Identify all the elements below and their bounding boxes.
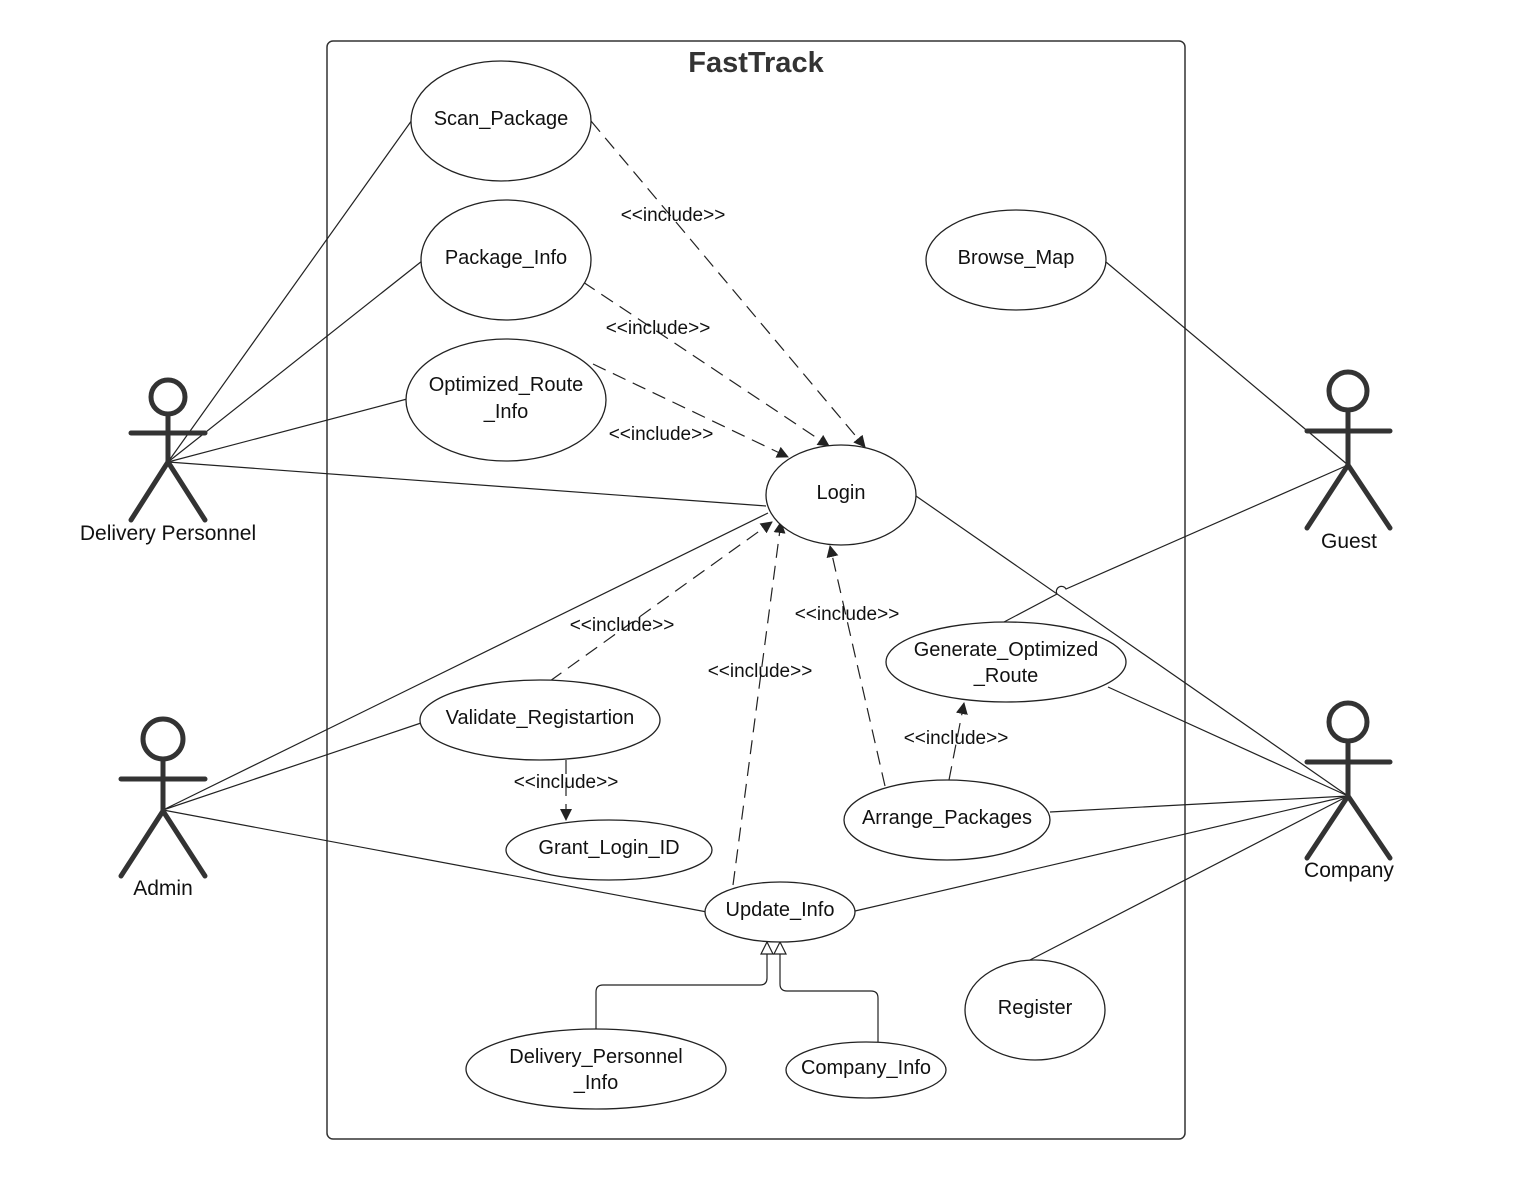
assoc-admin-login <box>162 512 769 811</box>
use-case-label: Register <box>998 997 1073 1019</box>
assoc-guest-browsemap <box>1105 261 1349 466</box>
include-label: <<include>> <box>708 661 813 682</box>
assoc-company-update <box>854 795 1349 912</box>
use-case-register[interactable]: Register <box>964 959 1106 1061</box>
use-case-delivery-personnel-info[interactable]: Delivery_Personnel _Info <box>465 1028 727 1110</box>
actor-admin[interactable]: Admin <box>118 716 208 900</box>
use-case-label: Update_Info <box>726 899 835 921</box>
include-optroute-login <box>592 363 789 458</box>
associations <box>162 119 1349 962</box>
include-label: <<include>> <box>606 318 711 339</box>
include-scan-login <box>590 120 866 448</box>
assoc-delivery-scan <box>167 119 413 463</box>
use-case-label: Login <box>817 482 866 504</box>
use-case-generate-optimized-route[interactable]: Generate_Optimized _Route <box>885 621 1127 703</box>
use-case-label: _Route <box>973 665 1039 687</box>
use-case-grant-login-id[interactable]: Grant_Login_ID <box>505 819 713 881</box>
use-case-login[interactable]: Login <box>765 444 917 546</box>
system-title: FastTrack <box>688 47 824 79</box>
use-case-arrange-packages[interactable]: Arrange_Packages <box>843 779 1051 861</box>
use-case-label: Validate_Registartion <box>446 707 635 729</box>
actor-guest[interactable]: Guest <box>1304 369 1393 553</box>
use-case-label: Optimized_Route <box>429 374 584 396</box>
actor-figure-icon <box>1304 700 1393 861</box>
include-label: <<include>> <box>621 205 726 226</box>
use-case-scan-package[interactable]: Scan_Package <box>410 60 592 182</box>
generalization-company-info <box>780 942 879 1042</box>
use-case-optimized-route-info[interactable]: Optimized_Route _Info <box>405 338 607 462</box>
include-label: <<include>> <box>795 604 900 625</box>
include-arrange-login <box>826 545 886 787</box>
use-case-label: Company_Info <box>801 1057 931 1079</box>
include-label: <<include>> <box>514 772 619 793</box>
generalization-delivery-info <box>595 942 767 1029</box>
use-case-label: Package_Info <box>445 247 567 269</box>
use-case-browse-map[interactable]: Browse_Map <box>925 209 1107 311</box>
use-case-label: _Info <box>483 401 528 423</box>
assoc-admin-validate <box>162 722 422 811</box>
use-case-label: Grant_Login_ID <box>538 837 679 859</box>
actor-figure-icon <box>128 377 208 523</box>
use-case-label: Scan_Package <box>434 108 569 130</box>
include-arrange-generate <box>948 702 968 781</box>
include-label: <<include>> <box>570 615 675 636</box>
include-packageinfo-login <box>582 281 830 447</box>
generalizations <box>595 942 879 1042</box>
use-case-package-info[interactable]: Package_Info <box>420 199 592 321</box>
actor-label: Company <box>1304 859 1394 882</box>
use-case-label: Browse_Map <box>958 247 1075 269</box>
system-boundary <box>326 40 1186 1140</box>
actor-company[interactable]: Company <box>1304 700 1394 882</box>
use-case-label: Delivery_Personnel <box>509 1046 682 1068</box>
actor-label: Admin <box>133 877 193 900</box>
use-case-label: Arrange_Packages <box>862 807 1032 829</box>
include-label: <<include>> <box>904 728 1009 749</box>
assoc-delivery-packageinfo <box>167 260 423 463</box>
use-case-company-info[interactable]: Company_Info <box>785 1041 947 1099</box>
assoc-delivery-login <box>167 461 767 507</box>
include-labels: <<include>> <<include>> <<include>> <<in… <box>514 205 1009 793</box>
assoc-admin-update <box>162 809 708 913</box>
assoc-company-generate <box>1107 686 1349 797</box>
actor-delivery-personnel[interactable]: Delivery Personnel <box>80 377 256 545</box>
assoc-company-login <box>915 495 1349 797</box>
include-validate-login <box>549 521 773 682</box>
use-case-update-info[interactable]: Update_Info <box>704 881 856 943</box>
include-update-login <box>732 521 786 886</box>
use-case-validate-registration[interactable]: Validate_Registartion <box>419 679 661 761</box>
use-case-label: _Info <box>573 1072 618 1094</box>
actor-label: Guest <box>1321 530 1377 553</box>
assoc-company-register <box>1027 795 1349 962</box>
use-case-label: Generate_Optimized <box>914 639 1099 661</box>
assoc-delivery-optroute <box>167 398 408 463</box>
include-dependencies <box>549 120 968 886</box>
assoc-guest-generate <box>1003 464 1349 623</box>
assoc-company-arrange <box>1049 795 1349 813</box>
actor-figure-icon <box>1304 369 1393 531</box>
include-label: <<include>> <box>609 424 714 445</box>
actor-label: Delivery Personnel <box>80 522 256 545</box>
actor-figure-icon <box>118 716 208 879</box>
